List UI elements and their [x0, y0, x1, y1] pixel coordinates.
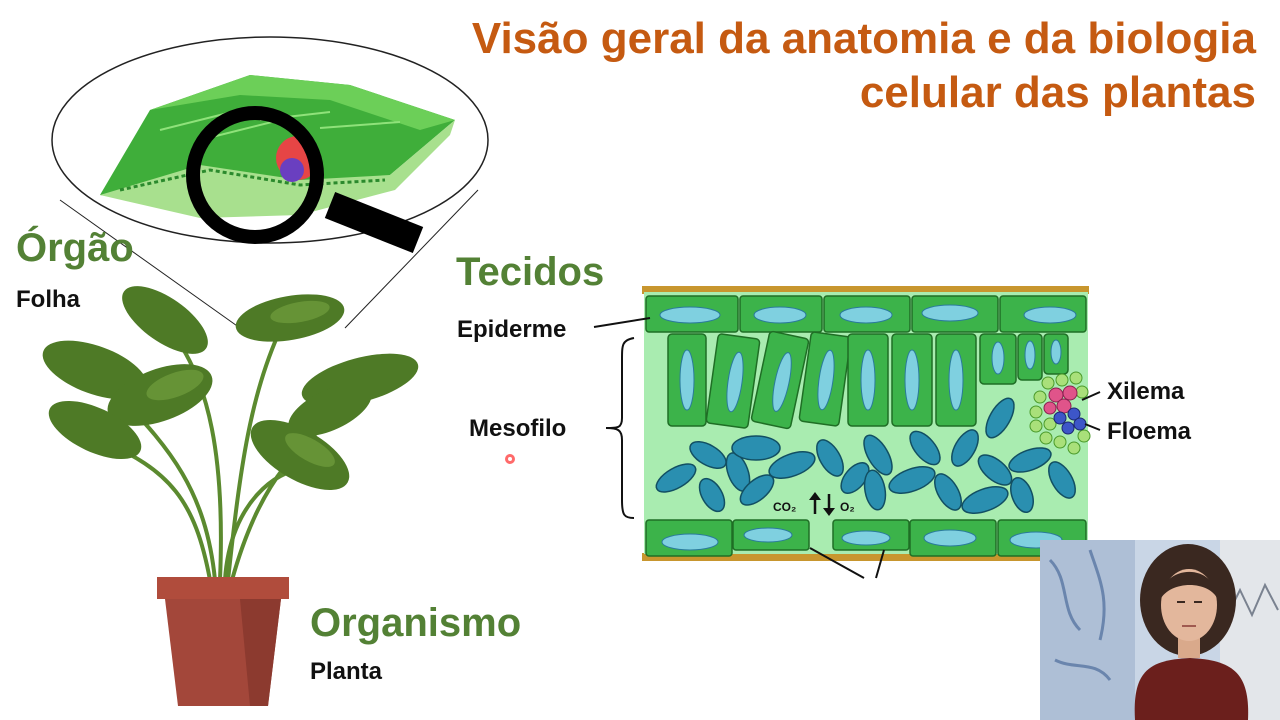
- xylem-label: Xilema: [1107, 378, 1185, 405]
- leaf-zoom-ellipse: [51, 36, 489, 254]
- epidermis-label: Epiderme: [457, 316, 567, 343]
- lower-epidermis: [645, 519, 1087, 557]
- organ-name: Folha: [16, 286, 80, 313]
- phloem-label: Floema: [1107, 418, 1192, 445]
- o2-label: O₂: [840, 500, 855, 514]
- slide-title: Visão geral da anatomia e da biologia ce…: [356, 12, 1256, 120]
- organism-name: Planta: [310, 658, 383, 685]
- co2-label: CO₂: [773, 500, 797, 514]
- title-line-1: Visão geral da anatomia e da biologia: [471, 14, 1256, 63]
- magnifier-icon: [186, 106, 424, 254]
- potted-plant-illustration: [42, 286, 419, 706]
- gas-exchange-arrows: [809, 492, 835, 516]
- presenter-webcam: [1040, 540, 1280, 720]
- presenter-video-frame: [1040, 540, 1280, 720]
- spongy-mesophyll: [655, 397, 1076, 514]
- leaf-tissue-diagram: [593, 286, 1101, 579]
- zoom-line-right: [344, 189, 479, 329]
- upper-epidermis: [645, 295, 1087, 333]
- organism-heading: Organismo: [310, 601, 522, 645]
- organ-heading: Órgão: [16, 226, 134, 270]
- zoom-line-left: [59, 199, 241, 329]
- title-line-2: celular das plantas: [859, 68, 1256, 117]
- vascular-bundle: [1029, 371, 1091, 455]
- laser-pointer-dot: [505, 454, 515, 464]
- mesophyll-label: Mesofilo: [469, 415, 567, 442]
- tissues-heading: Tecidos: [456, 250, 605, 294]
